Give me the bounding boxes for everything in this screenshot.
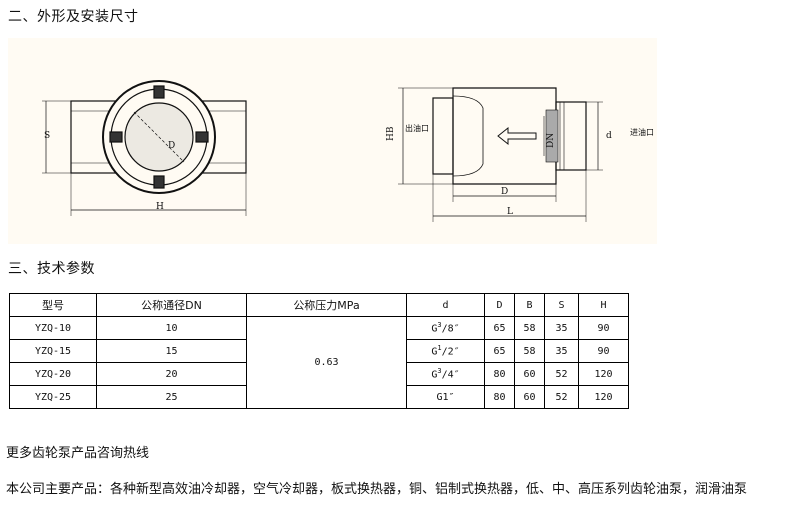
- header-B: B: [514, 293, 545, 317]
- side-view: [398, 87, 603, 222]
- cell-S: 52: [544, 385, 579, 409]
- label-hb: HB: [386, 126, 396, 141]
- technical-drawing-svg: S D H: [42, 80, 654, 222]
- cell-d: G3/4″: [406, 362, 485, 386]
- products-text: 本公司主要产品：各种新型高效油冷却器，空气冷却器，板式换热器，铜、铝制式换热器，…: [6, 482, 748, 497]
- cell-D: 80: [484, 385, 515, 409]
- cell-D: 65: [484, 316, 515, 340]
- front-view: [42, 80, 247, 216]
- table-row: YZQ-25 25 G1″ 80 60 52 120: [9, 385, 629, 409]
- cell-dn: 25: [96, 385, 247, 409]
- header-dn: 公称通径DN: [96, 293, 247, 317]
- cell-S: 52: [544, 362, 579, 386]
- cell-dn: 10: [96, 316, 247, 340]
- cell-D: 80: [484, 362, 515, 386]
- cell-d: G1″: [406, 385, 485, 409]
- cell-D: 65: [484, 339, 515, 363]
- label-outlet: 出油口: [405, 123, 429, 133]
- cell-H: 90: [578, 339, 629, 363]
- cell-S: 35: [544, 316, 579, 340]
- header-d: d: [406, 293, 485, 317]
- cell-H: 120: [578, 385, 629, 409]
- spec-table: 型号 公称通径DN 公称压力MPa d D B S H YZQ-10 10 0.…: [9, 293, 629, 409]
- cell-H: 120: [578, 362, 629, 386]
- cell-S: 35: [544, 339, 579, 363]
- label-d-small: d: [606, 131, 612, 141]
- cell-H: 90: [578, 316, 629, 340]
- hotline-text: 更多齿轮泵产品咨询热线: [6, 446, 150, 461]
- section-heading-outline: 二、外形及安装尺寸: [8, 9, 139, 25]
- dimension-drawing: S D H: [8, 38, 657, 244]
- cell-model: YZQ-10: [9, 316, 97, 340]
- label-h: H: [156, 202, 164, 212]
- cell-model: YZQ-15: [9, 339, 97, 363]
- cell-d: G1/2″: [406, 339, 485, 363]
- cell-B: 60: [514, 385, 545, 409]
- cell-B: 58: [514, 339, 545, 363]
- cell-dn: 20: [96, 362, 247, 386]
- table-row: YZQ-20 20 G3/4″ 80 60 52 120: [9, 362, 629, 386]
- cell-B: 58: [514, 316, 545, 340]
- cell-model: YZQ-25: [9, 385, 97, 409]
- cell-pressure: 0.63: [246, 316, 407, 409]
- header-S: S: [544, 293, 579, 317]
- cell-d: G3/8″: [406, 316, 485, 340]
- label-dn: DN: [546, 133, 556, 148]
- section-heading-params: 三、技术参数: [8, 261, 95, 277]
- table-header-row: 型号 公称通径DN 公称压力MPa d D B S H: [9, 293, 629, 317]
- header-D: D: [484, 293, 515, 317]
- header-pressure: 公称压力MPa: [246, 293, 407, 317]
- cell-B: 60: [514, 362, 545, 386]
- cell-model: YZQ-20: [9, 362, 97, 386]
- label-d-right: D: [501, 187, 508, 197]
- table-row: YZQ-10 10 0.63 G3/8″ 65 58 35 90: [9, 316, 629, 409]
- label-l: L: [507, 207, 513, 217]
- cell-dn: 15: [96, 339, 247, 363]
- label-s: S: [44, 131, 50, 141]
- label-d-left: D: [168, 141, 175, 151]
- header-model: 型号: [9, 293, 97, 317]
- header-H: H: [578, 293, 629, 317]
- label-inlet: 进油口: [630, 127, 654, 137]
